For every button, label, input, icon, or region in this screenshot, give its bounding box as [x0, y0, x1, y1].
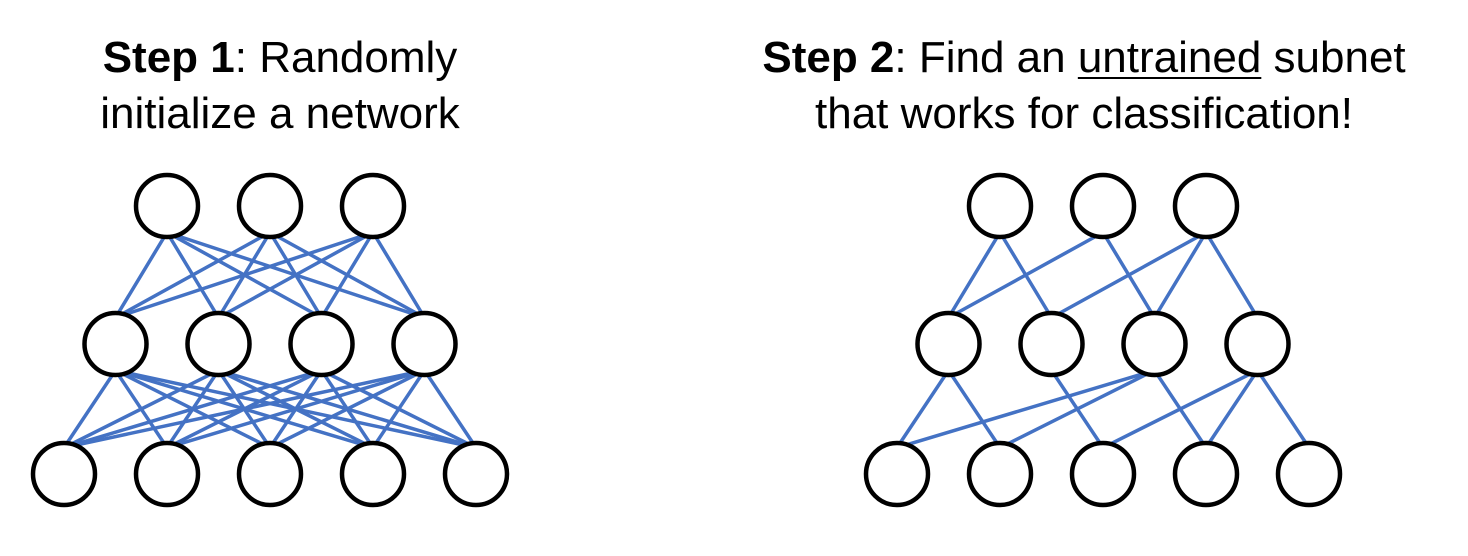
- full-nodes: [30, 172, 510, 508]
- subnet-node: [1069, 440, 1137, 508]
- subnet-edge: [1204, 230, 1260, 320]
- step2-line1-post: subnet: [1261, 33, 1406, 82]
- subnet-node: [915, 310, 982, 378]
- step1-caption-line2: initialize a network: [100, 89, 460, 138]
- full-node: [236, 440, 304, 508]
- full-node: [133, 172, 201, 240]
- full-edge: [165, 368, 427, 450]
- step2-label: Step 2: [762, 33, 895, 82]
- full-edges: [62, 230, 478, 450]
- full-edge: [422, 368, 478, 450]
- full-edge: [216, 230, 375, 320]
- subnet-network: [863, 172, 1343, 508]
- step1-caption-line1: Step 1: Randomly: [40, 30, 520, 86]
- full-node: [82, 310, 149, 378]
- subnet-edge: [1152, 230, 1208, 320]
- full-node: [185, 310, 252, 378]
- step1-line1-text: Randomly: [259, 33, 458, 82]
- subnet-edge: [998, 368, 1157, 450]
- full-node: [133, 440, 201, 508]
- step1-caption: Step 1: Randomly initialize a network: [40, 30, 520, 142]
- full-edge: [113, 230, 272, 320]
- subnet-edge: [946, 230, 1002, 320]
- full-node: [30, 440, 98, 508]
- step2-underlined-word: untrained: [1077, 33, 1262, 82]
- step2-separator: :: [894, 33, 919, 82]
- subnet-node: [1275, 440, 1343, 508]
- full-edge: [62, 368, 427, 450]
- subnet-node: [1224, 310, 1291, 378]
- full-node: [391, 310, 458, 378]
- subnet-edge: [895, 368, 951, 450]
- step1-separator: :: [234, 33, 260, 82]
- subnet-edge: [1204, 368, 1260, 450]
- subnet-node: [1069, 172, 1137, 240]
- subnet-edge: [946, 368, 1002, 450]
- full-edge: [268, 368, 427, 450]
- full-edge: [62, 368, 324, 450]
- step1-label: Step 1: [102, 33, 235, 82]
- subnet-node: [863, 440, 931, 508]
- full-node: [442, 440, 510, 508]
- full-node: [288, 310, 355, 378]
- full-edge: [371, 230, 427, 320]
- full-edge: [62, 368, 221, 450]
- full-edge: [62, 368, 118, 450]
- subnet-node: [966, 440, 1034, 508]
- subnet-node: [1172, 440, 1240, 508]
- subnet-nodes: [863, 172, 1343, 508]
- step2-line1-pre: Find an: [918, 33, 1078, 82]
- full-edge: [113, 230, 169, 320]
- full-edge: [319, 230, 375, 320]
- full-network: [30, 172, 510, 508]
- full-edge: [113, 230, 375, 320]
- subnet-edge: [1049, 230, 1208, 320]
- full-node: [339, 172, 407, 240]
- full-node: [236, 172, 304, 240]
- subnet-edge: [895, 368, 1157, 450]
- step2-caption: Step 2: Find an untrained subnet that wo…: [700, 30, 1468, 142]
- subnet-node: [1121, 310, 1188, 378]
- full-edge: [371, 368, 427, 450]
- subnet-edge: [1255, 368, 1311, 450]
- subnet-node: [966, 172, 1034, 240]
- subnet-edges: [895, 230, 1311, 450]
- subnet-node: [1018, 310, 1085, 378]
- step2-caption-line1: Step 2: Find an untrained subnet: [700, 30, 1468, 86]
- subnet-edge: [1101, 368, 1260, 450]
- subnet-edge: [946, 230, 1105, 320]
- step2-caption-line2: that works for classification!: [815, 89, 1353, 138]
- full-node: [339, 440, 407, 508]
- subnet-node: [1172, 172, 1240, 240]
